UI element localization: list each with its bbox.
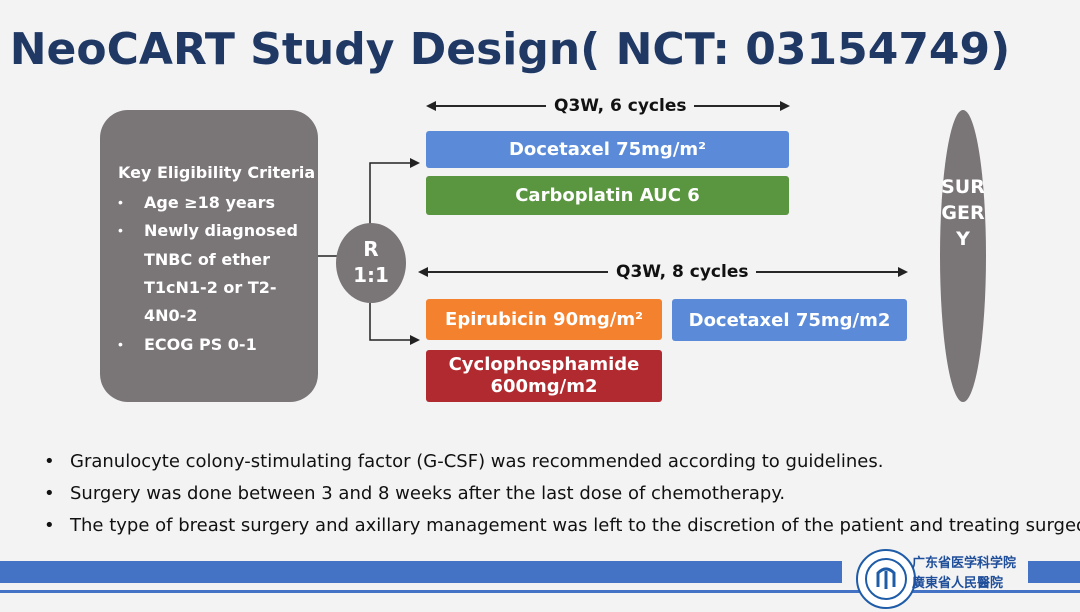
criteria-item: 4N0-2 <box>144 306 198 325</box>
criteria-item: T1cN1-2 or T2- <box>144 278 277 297</box>
criteria-item: TNBC of ether <box>144 250 270 269</box>
criteria-item: Newly diagnosed <box>144 221 298 240</box>
arm1-arrow <box>369 158 420 226</box>
arm1-docetaxel-box: Docetaxel 75mg/m² <box>426 131 789 168</box>
footer-line <box>0 590 1080 593</box>
criteria-item: ECOG PS 0-1 <box>144 335 257 354</box>
surgery-label: SURGERY <box>941 176 985 250</box>
logo-text-line1: 广东省医学科学院 <box>912 556 1017 571</box>
note-bullet: • <box>44 451 55 472</box>
criteria-bullet: • <box>118 336 123 352</box>
criteria-bullet: • <box>118 194 123 210</box>
note-text: Surgery was done between 3 and 8 weeks a… <box>70 483 786 504</box>
arm2-arrow <box>369 303 420 345</box>
randomization-label: R <box>363 237 379 261</box>
cyclophosphamide-dose: 600mg/m2 <box>490 376 598 397</box>
hospital-emblem-icon <box>856 549 916 609</box>
note-text: The type of breast surgery and axillary … <box>70 515 1080 536</box>
note-bullet: • <box>44 483 55 504</box>
arm1-schedule-label: Q3W, 6 cycles <box>546 96 695 116</box>
arm2-docetaxel-box: Docetaxel 75mg/m2 <box>672 299 907 341</box>
footer-bar <box>0 561 842 583</box>
arm2-cyclophosphamide-box: Cyclophosphamide 600mg/m2 <box>426 350 662 402</box>
randomization-circle: R 1:1 <box>336 223 406 303</box>
arm2-schedule-label: Q3W, 8 cycles <box>608 262 757 282</box>
criteria-bullet: • <box>118 222 123 238</box>
note-text: Granulocyte colony-stimulating factor (G… <box>70 451 884 472</box>
randomization-ratio: 1:1 <box>353 263 389 287</box>
arm1-carboplatin-box: Carboplatin AUC 6 <box>426 176 789 215</box>
slide-title: NeoCART Study Design( NCT: 03154749) <box>9 24 1011 75</box>
eligibility-criteria-heading: Key Eligibility Criteria <box>118 163 316 182</box>
arm2-epirubicin-box: Epirubicin 90mg/m² <box>426 299 662 340</box>
note-bullet: • <box>44 515 55 536</box>
eligibility-criteria-box <box>100 110 318 402</box>
logo-text-line2: 廣東省人民醫院 <box>912 576 1004 591</box>
cyclophosphamide-name: Cyclophosphamide <box>448 354 640 375</box>
footer-bar-right <box>1028 561 1080 583</box>
surgery-ellipse: SURGERY <box>940 110 986 402</box>
criteria-item: Age ≥18 years <box>144 193 275 212</box>
